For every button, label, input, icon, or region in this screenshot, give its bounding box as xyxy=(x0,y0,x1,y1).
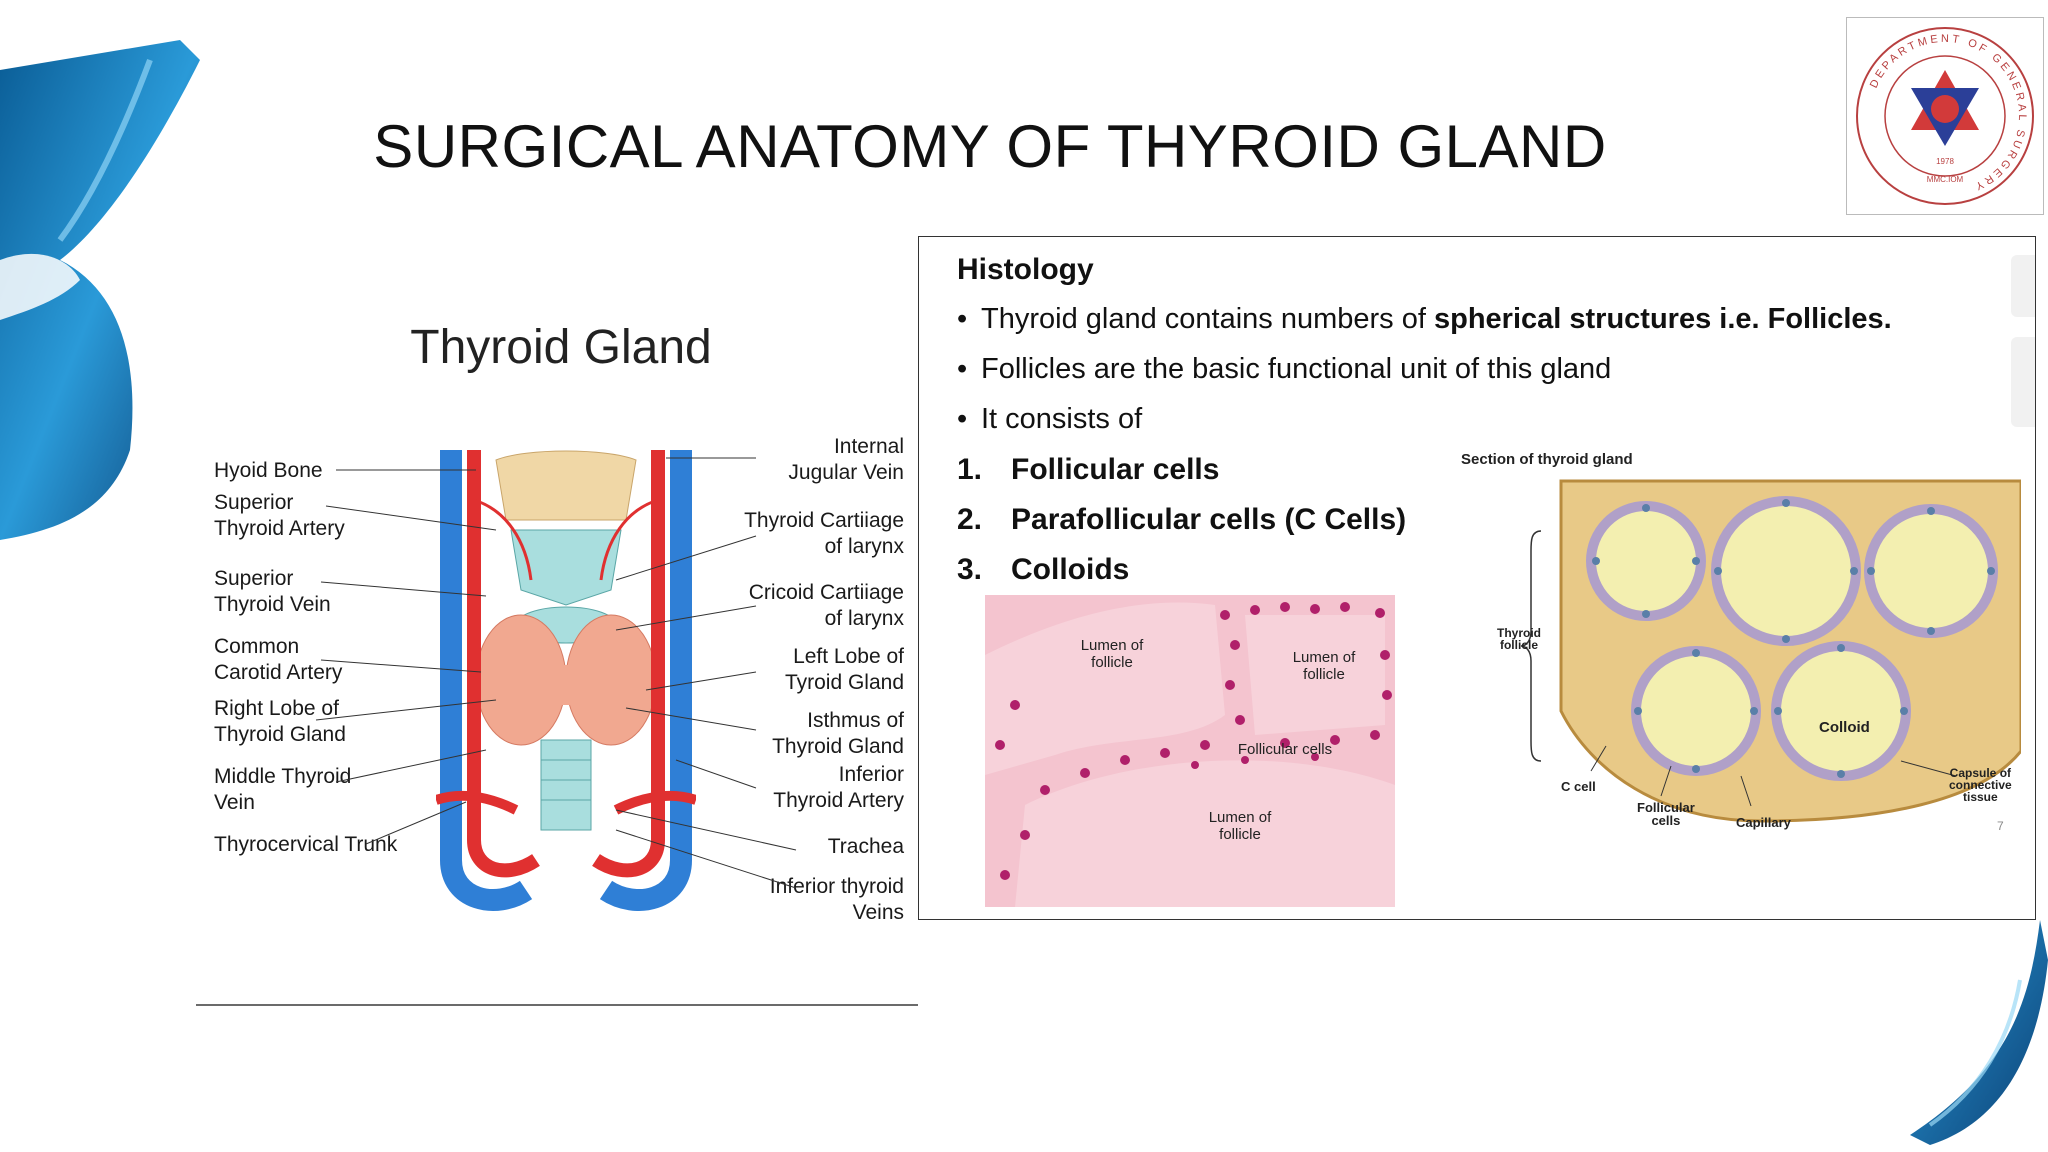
diagram-label-capillary: Capillary xyxy=(1736,815,1791,830)
diagram-label-thyroid-follicle: Thyroid follicle xyxy=(1497,626,1541,652)
figure-divider-line xyxy=(196,1004,918,1006)
item-text: Follicular cells xyxy=(1011,453,1220,486)
label-internal-jugular-vein: Internal Jugular Vein xyxy=(788,435,904,484)
label-inferior-thyroid-veins: Inferior thyroid Veins xyxy=(769,875,904,924)
label-cricoid-cartilage: Cricoid Cartiiage of larynx xyxy=(748,581,904,630)
histology-heading: Histology xyxy=(957,253,1094,286)
department-logo: DEPARTMENT OF GENERAL SURGERY 1978 MMC.I… xyxy=(1846,17,2044,215)
item-number: 1. xyxy=(957,453,983,486)
histology-micrograph: Lumen of follicle Lumen of follicle Lume… xyxy=(985,595,1395,907)
diagram-label-c-cell: C cell xyxy=(1561,779,1596,794)
thyroid-anatomy-illustration xyxy=(436,450,696,911)
label-thyrocervical-trunk: Thyrocervical Trunk xyxy=(214,833,398,856)
label-isthmus: Isthmus of Thyroid Gland xyxy=(772,709,904,758)
label-left-lobe: Left Lobe of Tyroid Gland xyxy=(784,645,904,694)
thyroid-anatomy-figure: Thyroid Gland Hyoid Bone Superior Thyroi… xyxy=(196,290,916,930)
decorative-swoosh-left xyxy=(0,40,200,540)
diagram-title: Section of thyroid gland xyxy=(1461,451,1633,468)
numbered-item: 1. Follicular cells xyxy=(957,453,1219,487)
item-number: 2. xyxy=(957,503,983,536)
label-middle-thyroid-vein: Middle Thyroid Vein xyxy=(214,765,352,814)
page-number: 7 xyxy=(1997,819,2004,833)
follicle-section-illustration xyxy=(1520,479,2021,823)
item-text: Parafollicular cells (C Cells) xyxy=(1011,503,1407,536)
histology-panel: Histology •Thyroid gland contains number… xyxy=(918,236,2036,920)
label-hyoid-bone: Hyoid Bone xyxy=(214,459,323,482)
diagram-label-capsule: Capsule of connective tissue xyxy=(1949,766,2012,804)
micrograph-image xyxy=(985,595,1395,907)
micro-label-lumen-2: Lumen of follicle xyxy=(1292,649,1356,683)
label-inferior-thyroid-artery: Inferior Thyroid Artery xyxy=(773,763,904,812)
bullet-text: It consists of xyxy=(981,403,1143,435)
logo-year: 1978 xyxy=(1936,157,1954,166)
figure-title: Thyroid Gland xyxy=(410,321,712,374)
label-leader-lines xyxy=(315,457,797,889)
diagram-label-colloid: Colloid xyxy=(1819,719,1870,736)
micro-label-lumen-1: Lumen of follicle xyxy=(1080,637,1144,671)
side-tool-tab[interactable] xyxy=(2011,255,2035,317)
item-number: 3. xyxy=(957,553,983,586)
bullet-item: •Follicles are the basic functional unit… xyxy=(957,353,1612,385)
numbered-item: 2. Parafollicular cells (C Cells) xyxy=(957,503,1406,537)
label-superior-thyroid-vein: Superior Thyroid Vein xyxy=(214,567,331,616)
decorative-swoosh-right xyxy=(1910,920,2048,1145)
bullet-bold-text: spherical structures i.e. Follicles. xyxy=(1433,303,1892,335)
bullet-item: •It consists of xyxy=(957,403,1143,435)
numbered-item: 3. Colloids xyxy=(957,553,1129,587)
bullet-text: Thyroid gland contains numbers of xyxy=(981,303,1434,335)
label-trachea: Trachea xyxy=(827,835,904,858)
slide-title: SURGICAL ANATOMY OF THYROID GLAND xyxy=(373,113,1607,180)
label-thyroid-cartilage: Thyroid Cartiiage of larynx xyxy=(744,509,904,558)
label-common-carotid-artery: Common Carotid Artery xyxy=(214,635,343,684)
diagram-label-follicular-cells: Follicular cells xyxy=(1637,800,1695,828)
item-text: Colloids xyxy=(1011,553,1130,586)
thyroid-section-diagram: Section of thyroid gland xyxy=(1461,451,2021,911)
micro-label-lumen-3: Lumen of follicle xyxy=(1208,809,1272,843)
label-right-lobe: Right Lobe of Thyroid Gland xyxy=(214,697,346,746)
micro-label-follicular-cells: Follicular cells xyxy=(1237,741,1333,758)
bullet-text: Follicles are the basic functional unit … xyxy=(981,353,1612,385)
side-tool-tab[interactable] xyxy=(2011,337,2035,427)
logo-subtext: MMC.IOM xyxy=(1927,175,1964,184)
bullet-item: •Thyroid gland contains numbers of spher… xyxy=(957,303,1892,335)
label-superior-thyroid-artery: Superior Thyroid Artery xyxy=(214,491,345,540)
department-seal-icon: DEPARTMENT OF GENERAL SURGERY 1978 MMC.I… xyxy=(1856,27,2034,205)
